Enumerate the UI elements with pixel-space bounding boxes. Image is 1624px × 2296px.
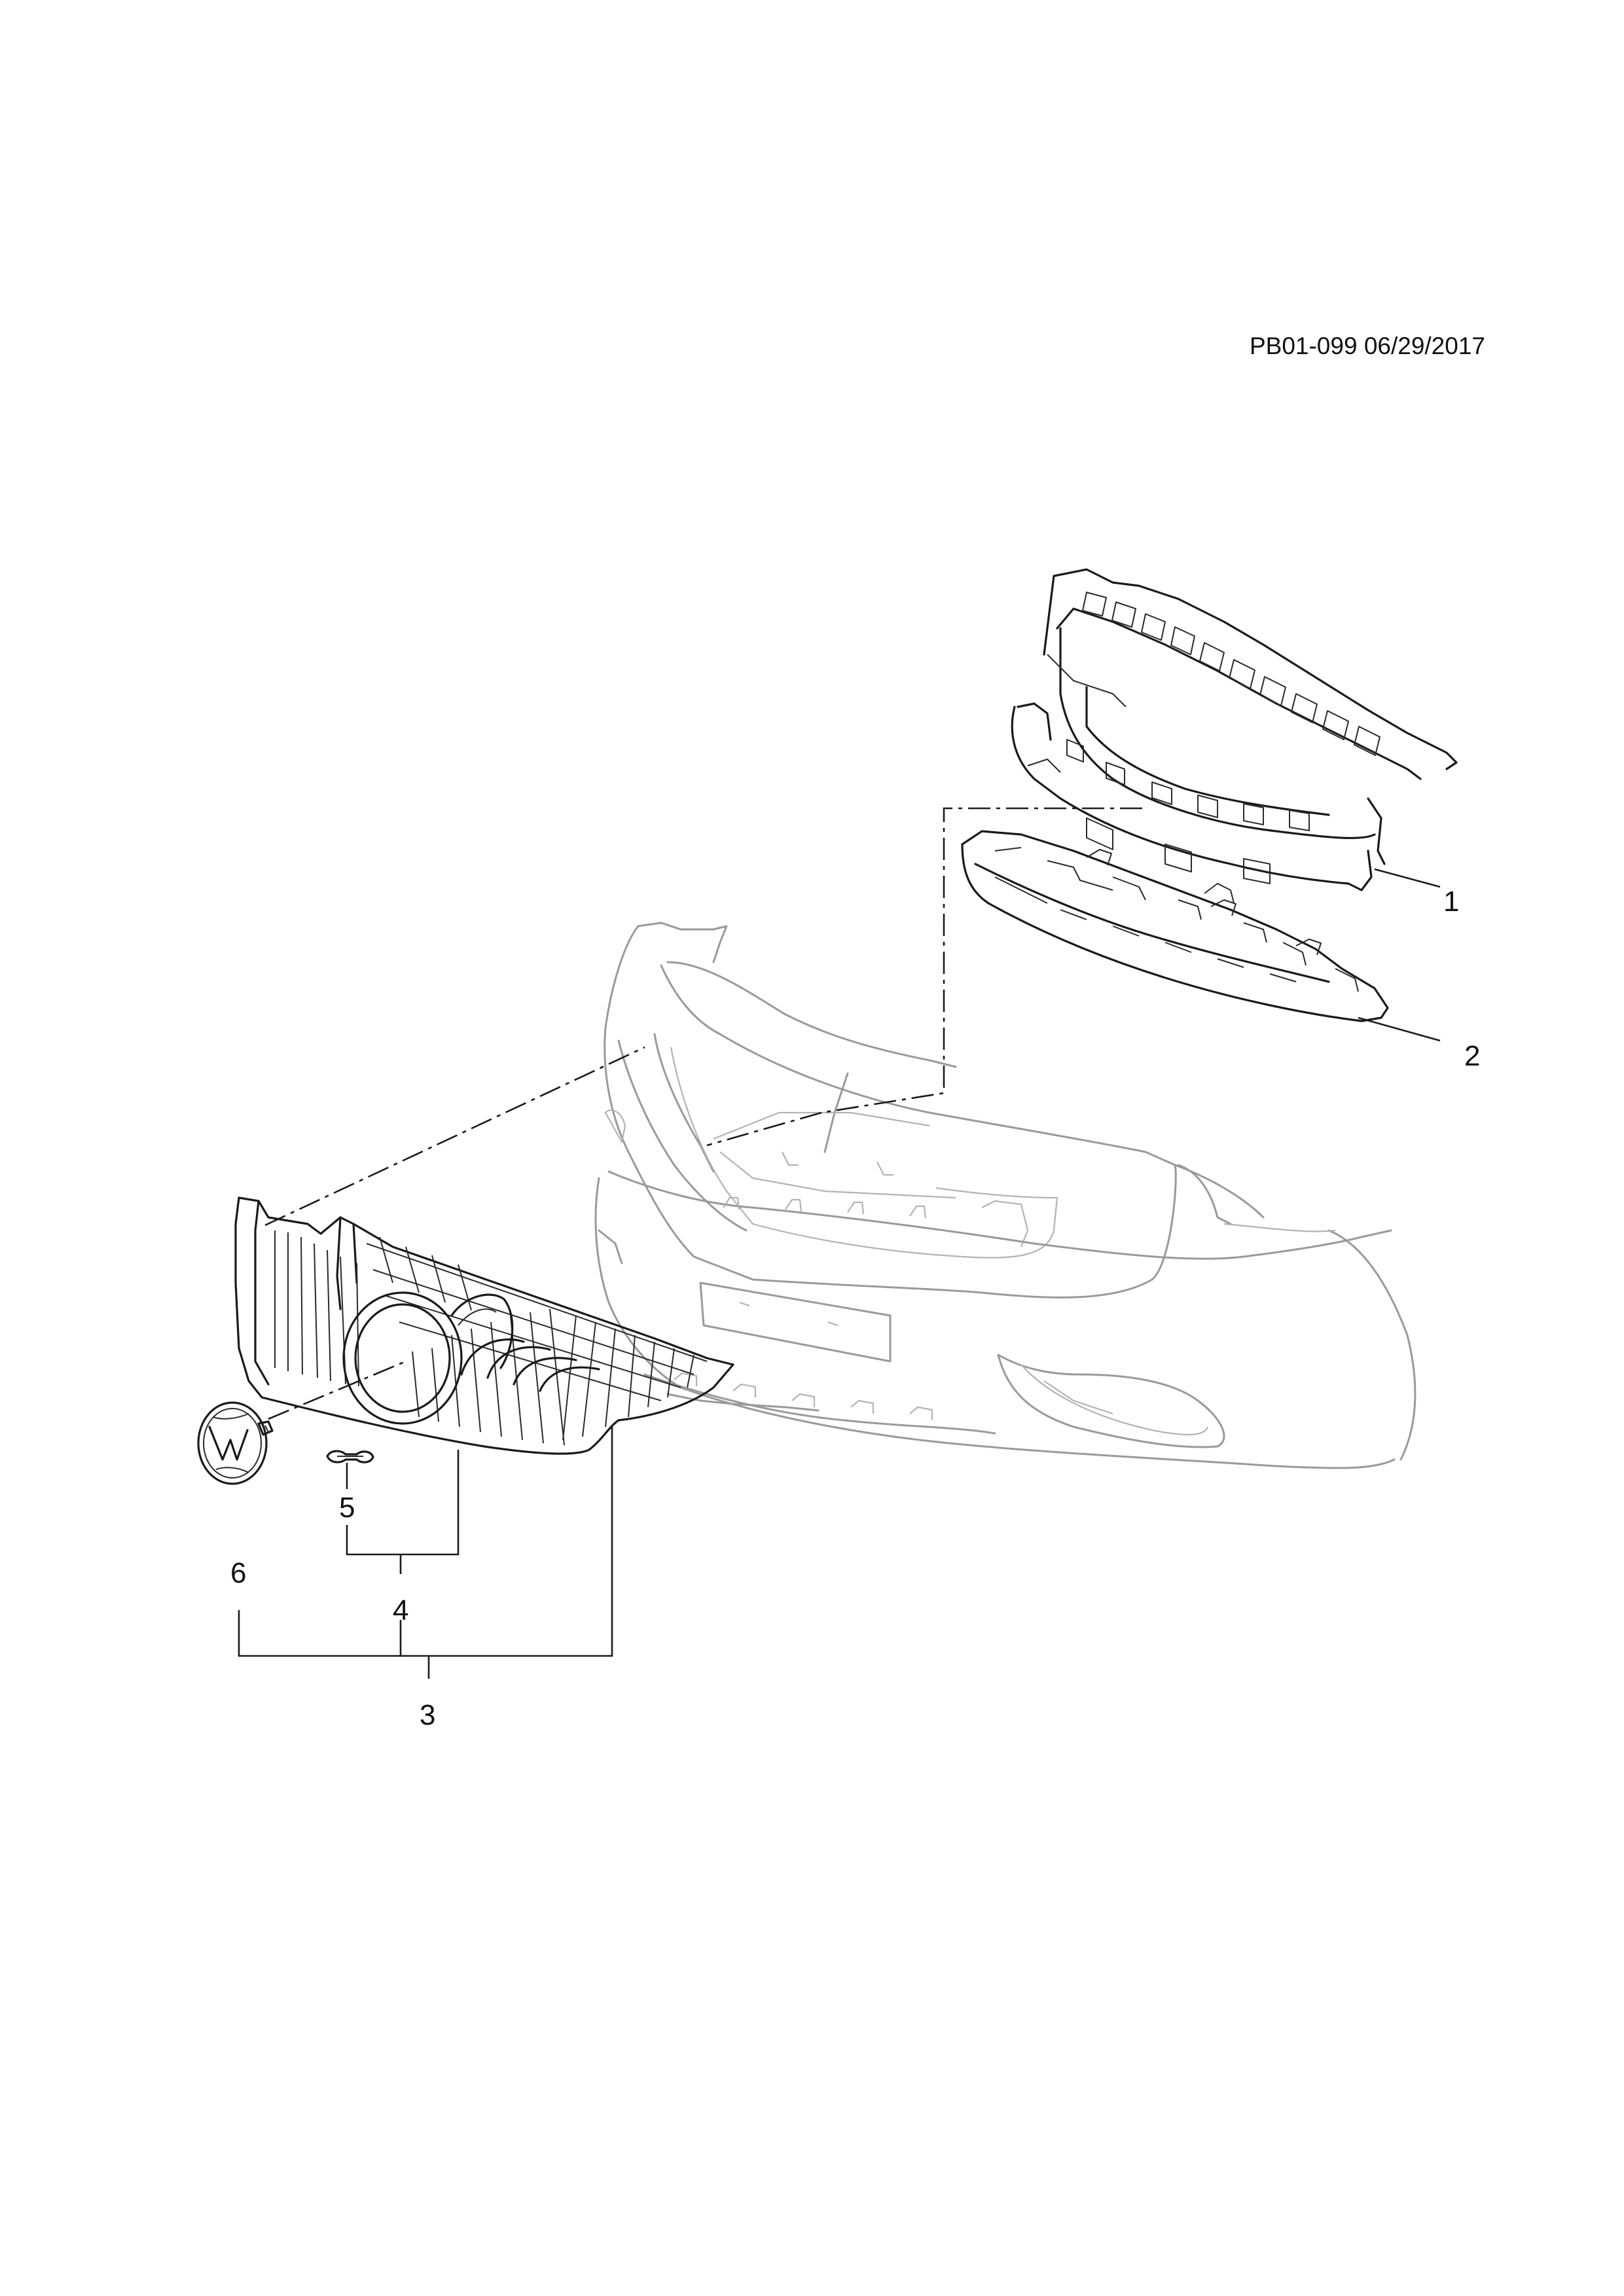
callout-labels: 1 2 3 4 5 6 (230, 886, 1480, 1731)
callout-3: 3 (420, 1699, 435, 1731)
leader-lines (238, 868, 1441, 1679)
callout-1: 1 (1443, 886, 1459, 918)
part-3-grille-assembly (234, 1196, 734, 1455)
front-bumper-fascia-outline (594, 922, 1416, 1469)
alignment-lines (264, 807, 1142, 1420)
callout-6: 6 (230, 1557, 246, 1589)
callout-2: 2 (1464, 1040, 1480, 1072)
document-code: PB01-099 06/29/2017 (1249, 332, 1485, 359)
part-2-lower-air-deflector (961, 830, 1389, 1022)
callout-4: 4 (393, 1594, 408, 1626)
part-5-clip (326, 1450, 374, 1463)
part-6-emblem (197, 1401, 274, 1485)
part-1-upper-grille-bracket (1011, 568, 1458, 891)
callout-5: 5 (339, 1492, 355, 1524)
